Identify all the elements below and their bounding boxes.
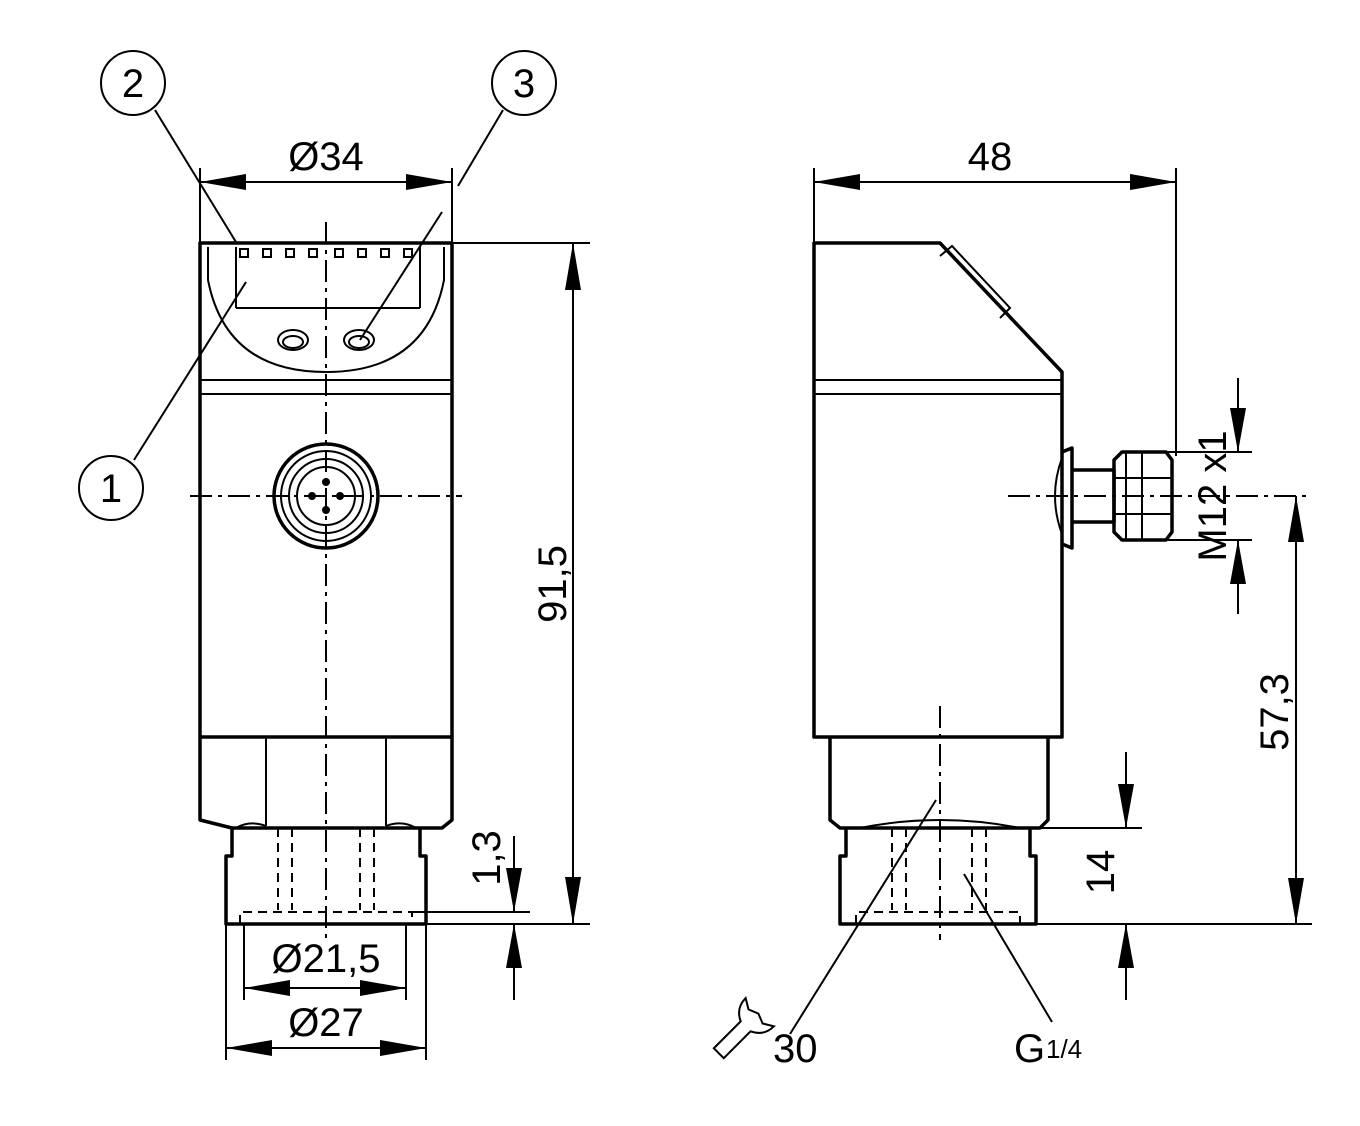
callout-3-circle xyxy=(491,50,557,116)
callout-3-label: 3 xyxy=(513,62,535,106)
push-button-left-inner xyxy=(282,335,304,349)
dim-34-label: Ø34 xyxy=(288,135,364,179)
push-button-right-inner xyxy=(348,335,370,349)
push-button-right xyxy=(343,329,375,351)
wrench-icon xyxy=(712,996,776,1060)
led xyxy=(239,248,249,258)
led xyxy=(357,248,367,258)
led xyxy=(403,248,413,258)
callout-1-circle xyxy=(78,455,144,521)
side-window-edge xyxy=(939,244,1012,319)
led xyxy=(380,248,390,258)
thread-g-fraction: 1/4 xyxy=(1046,1034,1082,1064)
dim-48-label: 48 xyxy=(968,135,1013,179)
callout-2-label: 2 xyxy=(122,62,144,106)
front-hex-curve-right xyxy=(385,822,417,829)
wrench-size-label: 30 xyxy=(773,1027,818,1071)
led xyxy=(334,248,344,258)
dim-14-label: 14 xyxy=(1079,850,1123,895)
front-view: Ø34 91,5 1,3 Ø21,5 Ø27 2 3 xyxy=(78,50,590,1060)
front-hex-curve-left xyxy=(235,822,267,829)
led xyxy=(262,248,272,258)
thread-g-leader xyxy=(963,873,1053,1023)
led xyxy=(308,248,318,258)
push-button-left xyxy=(277,329,309,351)
dim-1-3-label: 1,3 xyxy=(465,830,509,886)
led-row xyxy=(239,248,413,258)
display-window xyxy=(207,247,445,374)
side-thread-outline xyxy=(838,828,1038,926)
dim-91-5-label: 91,5 xyxy=(531,545,575,623)
thread-g-label: G xyxy=(1014,1027,1045,1071)
callout-2-circle xyxy=(100,50,166,116)
wrench-leader xyxy=(789,799,937,1035)
side-view: 48 M12 x1 57,3 14 30 G 1/4 xyxy=(712,135,1312,1071)
callout-1-label: 1 xyxy=(100,467,122,511)
m12-connector-side xyxy=(1054,446,1174,550)
dim-m12-label: M12 x1 xyxy=(1191,430,1235,561)
dim-57-3-label: 57,3 xyxy=(1253,673,1297,751)
callout-2-leader xyxy=(154,109,237,243)
dim-27-label: Ø27 xyxy=(288,1001,364,1045)
callout-3-leader-b xyxy=(359,211,443,341)
dim-21-5-label: Ø21,5 xyxy=(272,937,381,981)
callout-3-leader-a xyxy=(457,109,504,187)
side-thread-bottom-hidden xyxy=(855,911,1021,924)
led xyxy=(285,248,295,258)
callout-1-leader xyxy=(133,281,247,461)
side-housing-outline xyxy=(812,241,1064,739)
